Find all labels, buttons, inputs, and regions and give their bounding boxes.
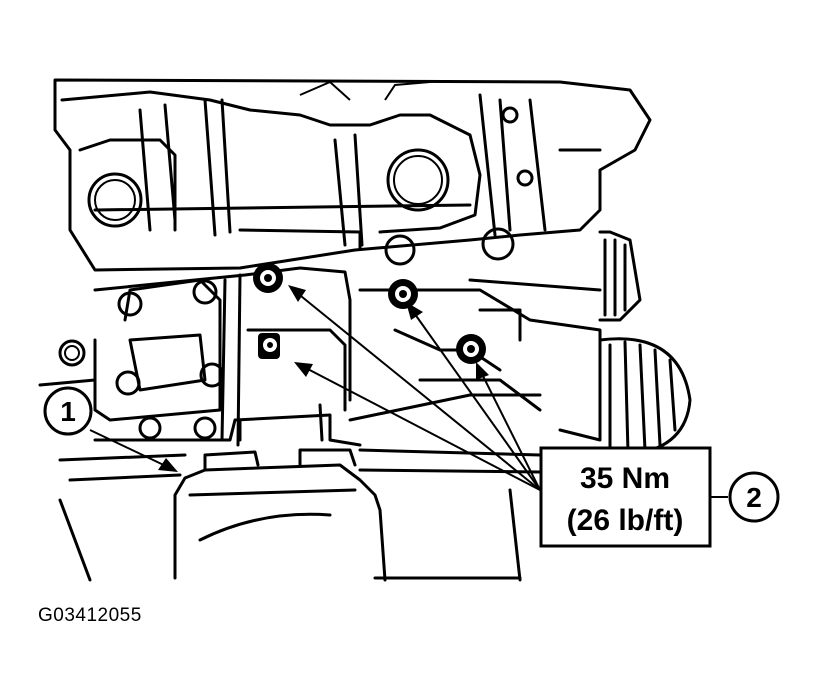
torque-nm-label: 35 Nm (580, 462, 670, 495)
bolt-lower-left (258, 333, 280, 359)
callout-2: 2 (728, 471, 780, 523)
torque-spec-box: 35 Nm (26 lb/ft) (539, 446, 728, 548)
torque-bolts (253, 263, 486, 364)
bolt-upper-left (253, 263, 283, 293)
small-bolts (58, 279, 225, 440)
engine-block (53, 78, 652, 272)
mount-bracket (38, 266, 602, 582)
figure-id: G03412055 (38, 605, 142, 626)
pulley (598, 230, 692, 457)
callout-1-label: 1 (60, 396, 76, 427)
bolt-lower-right (456, 334, 486, 364)
cover-bores (87, 106, 534, 266)
engine-mount (173, 448, 522, 582)
bolt-upper-right (388, 279, 418, 309)
callout-1: 1 (43, 386, 93, 436)
leader-arrows (89, 285, 541, 491)
callout-2-label: 2 (746, 482, 762, 513)
torque-lbft-label: (26 lb/ft) (567, 504, 684, 537)
